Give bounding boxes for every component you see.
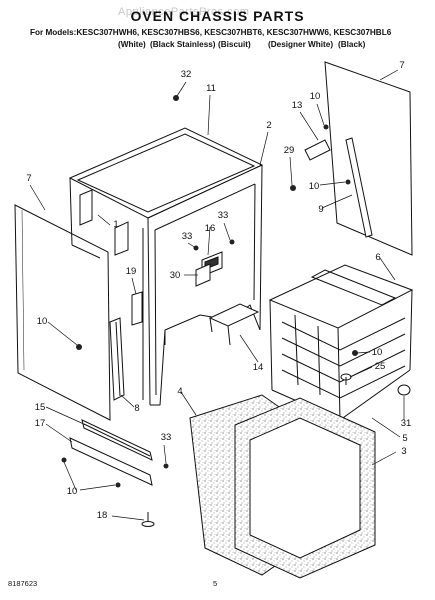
callout-9: 9 <box>318 204 324 215</box>
callout-29: 29 <box>283 145 295 156</box>
document-number: 8187623 <box>8 579 38 588</box>
page-number: 5 <box>213 579 218 588</box>
callout-3: 3 <box>401 446 407 457</box>
left-side-panel <box>14 204 111 421</box>
callout-7-back-panel: 7 <box>399 60 405 71</box>
back-panel <box>324 61 413 256</box>
color-biscuit: (Biscuit) <box>218 40 251 49</box>
callout-1: 1 <box>113 219 119 230</box>
side-trim-strip <box>109 317 125 401</box>
callout-13: 13 <box>291 100 303 111</box>
callout-25: 25 <box>374 361 386 372</box>
callout-10-upper: 10 <box>309 91 321 102</box>
element-holder <box>208 303 260 346</box>
callout-2: 2 <box>266 120 272 131</box>
callout-33-bottom: 33 <box>160 432 172 443</box>
callout-32: 32 <box>180 69 192 80</box>
side-rail <box>304 137 373 238</box>
callout-17: 17 <box>34 418 46 429</box>
screws <box>61 95 358 488</box>
page-title: OVEN CHASSIS PARTS <box>130 8 305 24</box>
callout-7-side-panel: 7 <box>26 173 32 184</box>
color-white: (White) <box>118 40 146 49</box>
callout-10-bottom: 10 <box>66 486 78 497</box>
bottom-brackets <box>69 419 153 486</box>
callout-10-cage: 10 <box>371 347 383 358</box>
callout-8: 8 <box>134 403 140 414</box>
callout-14: 14 <box>252 362 264 373</box>
callout-10-rail: 10 <box>308 181 320 192</box>
callout-11: 11 <box>206 83 216 94</box>
knob-31 <box>397 384 411 396</box>
insulation-blanket <box>189 394 376 579</box>
oven-liner-cage <box>268 264 414 421</box>
oven-chassis-frame <box>68 127 264 406</box>
callout-5: 5 <box>402 433 408 444</box>
bracket-assembly <box>195 251 223 287</box>
callout-33-bracket-right: 33 <box>217 210 229 221</box>
callout-19: 19 <box>125 266 137 277</box>
watermark-text: AppliancePartsPros.com <box>118 6 250 18</box>
color-black-stainless: (Black Stainless) <box>150 40 216 49</box>
callout-15: 15 <box>34 402 46 413</box>
leveling-leg <box>141 512 155 527</box>
callout-6: 6 <box>375 252 381 263</box>
callout-10-left: 10 <box>36 316 48 327</box>
color-black: (Black) <box>338 40 366 49</box>
callout-30: 30 <box>169 270 181 281</box>
sensor-25 <box>340 373 352 385</box>
leader-lines <box>29 69 405 521</box>
models-line: For Models:KESC307HWH6, KESC307HBS6, KES… <box>30 28 392 37</box>
callout-33-bracket-left: 33 <box>181 231 193 242</box>
color-designer-white: (Designer White) <box>268 40 334 49</box>
vent-bracket <box>131 291 143 326</box>
callout-31: 31 <box>400 418 412 429</box>
callout-16: 16 <box>204 223 216 234</box>
callout-18: 18 <box>96 510 108 521</box>
callout-4: 4 <box>177 386 183 397</box>
